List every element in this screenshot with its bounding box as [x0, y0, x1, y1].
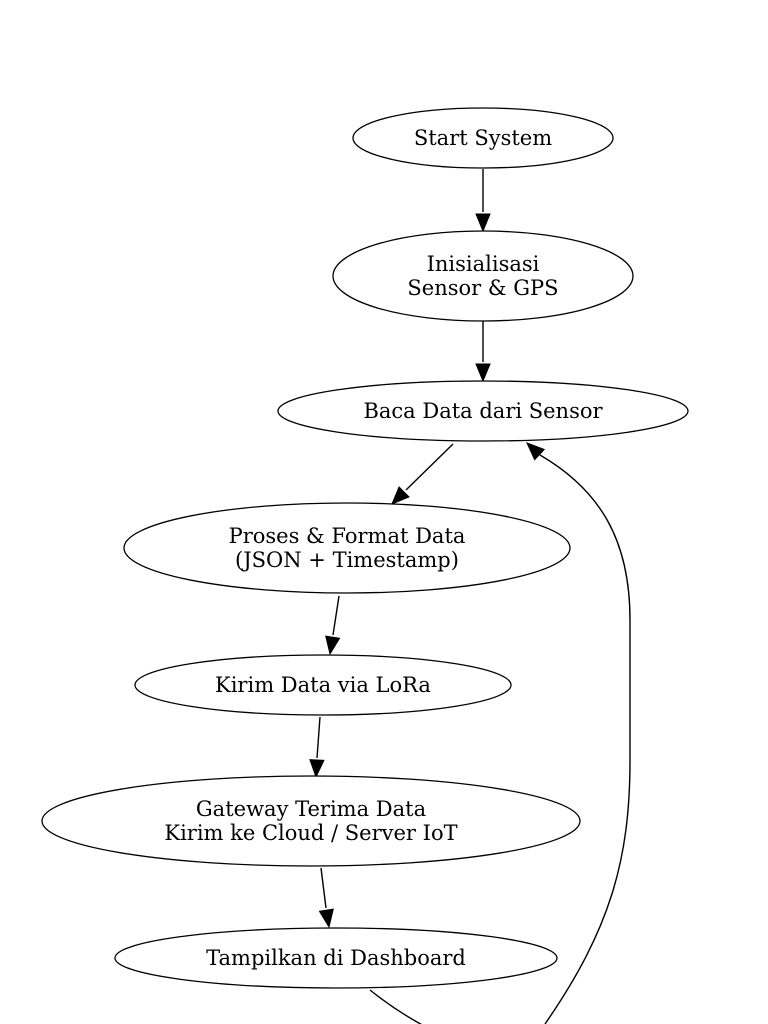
arrowhead-lora-gateway: [309, 759, 325, 779]
node-read: Baca Data dari Sensor: [277, 380, 689, 442]
arrowhead-process-lora: [325, 635, 341, 656]
edge-read-process: [405, 443, 454, 491]
node-read-label-1: Baca Data dari Sensor: [363, 399, 603, 423]
node-init-label-1: Inisialisasi: [427, 252, 540, 276]
node-lora-ellipse: [134, 654, 512, 716]
node-dashboard: Tampilkan di Dashboard: [114, 927, 558, 989]
node-gateway-label-2: Kirim ke Cloud / Server IoT: [164, 821, 457, 845]
node-process-label-1: Proses & Format Data: [229, 524, 466, 548]
node-gateway-ellipse: [41, 775, 581, 867]
node-process-ellipse: [123, 502, 571, 594]
edges: [309, 169, 631, 1024]
edge-process-lora: [332, 595, 340, 636]
node-dashboard-ellipse: [114, 927, 558, 989]
arrowhead-start-init: [475, 213, 491, 233]
node-lora-label-1: Kirim Data via LoRa: [215, 673, 431, 697]
arrowhead-read-process: [391, 486, 410, 505]
edge-gateway-dashboard: [320, 867, 327, 909]
node-lora: Kirim Data via LoRa: [134, 654, 512, 716]
node-init-label-2: Sensor & GPS: [407, 276, 558, 300]
node-dashboard-label-1: Tampilkan di Dashboard: [206, 946, 466, 970]
node-start-label-1: Start System: [414, 126, 552, 150]
node-process: Proses & Format Data(JSON + Timestamp): [123, 502, 571, 594]
node-init-ellipse: [332, 230, 634, 322]
edge-lora-gateway: [316, 716, 321, 759]
node-process-label-2: (JSON + Timestamp): [235, 548, 459, 572]
node-gateway-label-1: Gateway Terima Data: [196, 797, 426, 821]
node-start-ellipse: [352, 107, 614, 169]
arrowhead-init-read: [475, 363, 491, 383]
node-start: Start System: [352, 107, 614, 169]
arrowhead-gateway-dashboard: [318, 908, 334, 929]
edge-dashboard-read: [369, 454, 631, 1024]
arrowhead-dashboard-read: [526, 442, 546, 461]
node-read-ellipse: [277, 380, 689, 442]
